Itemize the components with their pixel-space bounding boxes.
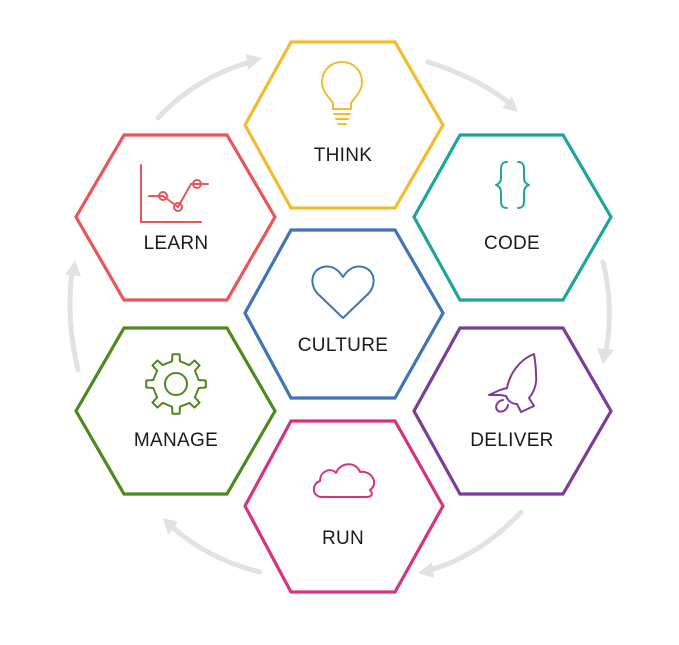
arrow-run-to-manage — [169, 524, 263, 575]
hex-think: THINK — [243, 40, 445, 210]
rocket-icon — [488, 353, 538, 413]
heart-icon — [311, 265, 375, 319]
cloud-icon — [312, 463, 375, 498]
hex-deliver: DELIVER — [412, 326, 613, 496]
arrow-code-to-deliver — [600, 259, 612, 355]
line-chart-icon — [140, 164, 209, 223]
arrow-head-deliver — [597, 348, 614, 364]
hex-code-shape — [412, 133, 613, 302]
hex-learn: LEARN — [74, 133, 277, 302]
arrow-deliver-to-run — [427, 509, 524, 573]
arrow-head-think — [246, 54, 262, 70]
hex-deliver-label: DELIVER — [470, 430, 553, 451]
hex-run-shape — [243, 419, 445, 594]
arrow-think-to-code — [425, 59, 511, 105]
arrow-head-run — [418, 562, 434, 578]
lightbulb-icon — [321, 61, 363, 125]
hex-learn-shape — [74, 133, 277, 302]
arrow-head-code — [502, 96, 518, 112]
arrow-manage-to-learn — [67, 269, 81, 373]
hex-manage-label: MANAGE — [134, 430, 218, 451]
hex-code-label: CODE — [484, 233, 540, 254]
arrow-learn-to-think — [155, 59, 253, 121]
hex-run: RUN — [243, 419, 445, 594]
curly-braces-icon — [495, 161, 530, 209]
hex-learn-label: LEARN — [144, 233, 209, 254]
hex-think-label: THINK — [314, 145, 373, 166]
hex-deliver-shape — [412, 326, 613, 496]
arrow-head-manage — [163, 518, 178, 535]
hex-code: CODE — [412, 133, 613, 302]
cycle-arrows — [65, 54, 614, 578]
hex-culture-label: CULTURE — [298, 335, 388, 356]
hex-manage: MANAGE — [74, 326, 277, 496]
hex-culture: CULTURE — [243, 228, 445, 400]
hex-run-label: RUN — [322, 528, 364, 549]
gear-icon — [145, 353, 207, 415]
hex-culture-shape — [243, 228, 445, 400]
hex-manage-shape — [74, 326, 277, 496]
arrow-head-learn — [65, 260, 81, 276]
